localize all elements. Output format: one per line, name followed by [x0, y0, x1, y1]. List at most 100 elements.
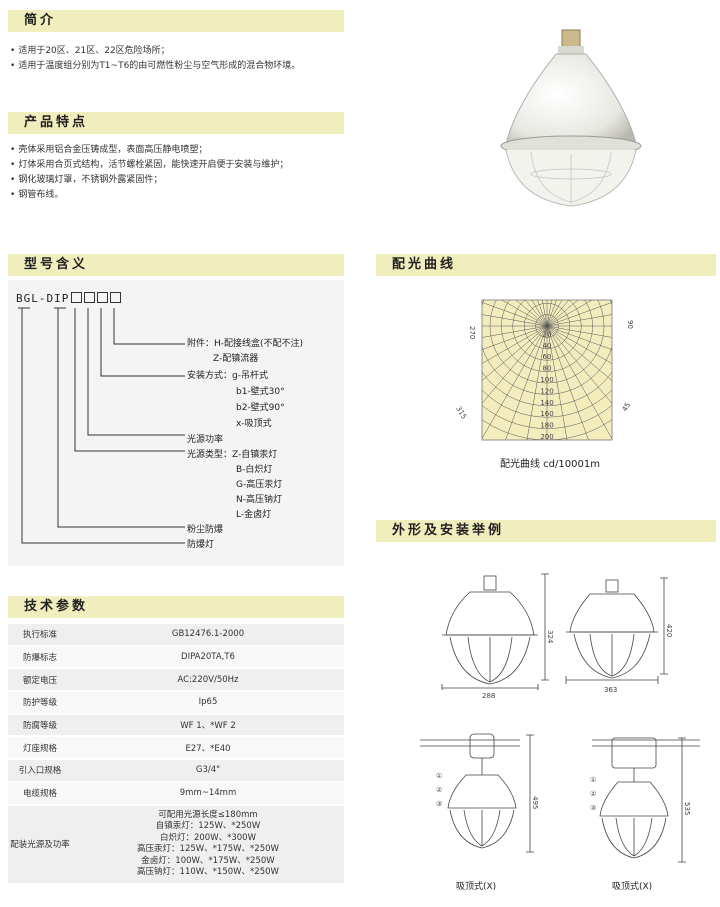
model-line: b2-壁式90° [236, 403, 285, 413]
spec-key: 配装光源及功率 [8, 804, 72, 886]
model-prefix: BGL-DIP [16, 292, 70, 305]
ring-label: 180 [540, 422, 553, 430]
polar-spoke [482, 314, 548, 327]
intro-bullets: 适用于20区、21区、22区危险场所； 适用于温度组分别为T1~T6的由可燃性粉… [10, 44, 300, 74]
polar-spoke [546, 302, 612, 327]
polar-spoke [515, 300, 548, 327]
polar-spoke [505, 325, 548, 440]
spec-value: Ip65 [72, 691, 344, 715]
install-drawings: 324 288 420 363 495 535 ① ② ③ ① ② ③ [420, 573, 700, 863]
install-caption-2: 吸顶式(X) [612, 882, 653, 892]
power-line: 金卤灯：100W、*175W、*250W [141, 855, 275, 866]
features-bullet: 灯体采用合页式结构，活节螺栓紧固，能快速开启便于安装与维护； [10, 158, 288, 173]
ring-label: 60 [543, 353, 552, 361]
model-line: 防爆灯 [187, 540, 215, 550]
model-line: B-白炽灯 [236, 465, 273, 475]
polar-spoke [546, 325, 568, 440]
spec-value: 9mm~14mm [72, 781, 344, 806]
intro-bullet: 适用于温度组分别为T1~T6的由可燃性粉尘与空气形成的混合物环境。 [10, 59, 300, 74]
spec-value: G3/4" [72, 759, 344, 783]
spec-key: 防腐等级 [8, 713, 72, 738]
model-line: 粉尘防爆 [187, 525, 224, 535]
polar-spoke [501, 300, 548, 327]
spec-key: 灯座规格 [8, 736, 72, 761]
model-line: 安装方式：g-吊杆式 [187, 371, 268, 381]
polar-spoke [546, 300, 579, 327]
polar-spoke [546, 325, 612, 350]
polar-spoke [482, 325, 548, 404]
ring-label: 20 [543, 330, 552, 338]
dim-label: 495 [531, 796, 539, 809]
ring-label: 120 [540, 387, 553, 395]
polar-spoke [546, 300, 593, 327]
spec-key: 防爆标志 [8, 645, 72, 670]
model-line: 附件：H-配接线盒(不配不注) [187, 339, 304, 349]
model-line: Z-配镇流器 [213, 354, 259, 364]
angle-label-270: 270 [468, 326, 476, 339]
polar-spoke [526, 325, 548, 440]
spec-value: WF 1、*WF 2 [72, 713, 344, 738]
spec-value: E27、*E40 [72, 736, 344, 761]
model-line: b1-壁式30° [236, 387, 285, 397]
ring-label: 80 [543, 365, 552, 373]
install-header: 外形及安装举例 [376, 520, 716, 542]
power-line: 高压汞灯：125W、*175W、*250W [137, 844, 279, 855]
ring-label: 100 [540, 376, 553, 384]
features-bullet: 钢化玻璃灯罩，不锈钢外露紧固件； [10, 173, 288, 188]
model-line: 光源类型：Z-自镇汞灯 [187, 450, 278, 460]
install-caption-1: 吸顶式(X) [456, 882, 497, 892]
spec-value: AC:220V/50Hz [72, 668, 344, 693]
ring-label: 160 [540, 410, 553, 418]
spec-key: 执行标准 [8, 624, 72, 647]
model-lines [18, 307, 185, 544]
polar-spoke [482, 325, 548, 440]
angle-label-45: 45 [621, 401, 632, 413]
callout-2: ② [590, 790, 596, 798]
angle-label-90: 90 [626, 320, 634, 329]
ring-label: 200 [540, 433, 553, 441]
spec-power-value: 可配用光源长度≤180mm 自镇汞灯：125W、*250W 白炽灯：200W、*… [72, 804, 344, 886]
polar-spoke [546, 325, 612, 381]
model-boxes [69, 292, 122, 305]
dim-label: 535 [683, 802, 691, 815]
dim-label: 420 [665, 624, 673, 637]
features-bullet: 壳体采用铝合金压铸成型，表面高压静电喷塑； [10, 143, 288, 158]
power-line: 自镇汞灯：125W、*250W [155, 821, 261, 832]
model-line: N-高压钠灯 [236, 495, 282, 505]
ring-label: 140 [540, 399, 553, 407]
polar-spoke [482, 325, 548, 381]
polar-spoke [546, 325, 612, 440]
model-header: 型号含义 [8, 254, 344, 276]
dim-label: 363 [604, 686, 617, 694]
spec-value: GB12476.1-2000 [72, 624, 344, 647]
polar-spoke [546, 300, 563, 327]
polar-spoke [482, 325, 548, 338]
intro-bullet: 适用于20区、21区、22区危险场所； [10, 44, 300, 59]
polar-spoke [482, 302, 548, 327]
model-code: BGL-DIP [16, 292, 122, 305]
spec-key: 引入口规格 [8, 759, 72, 783]
curve-caption: 配光曲线 cd/10001m [500, 459, 600, 470]
curve-header: 配光曲线 [376, 254, 716, 276]
spec-value: DIPA20TA,T6 [72, 645, 344, 670]
polar-spoke [531, 300, 548, 327]
features-bullet: 钢管布线。 [10, 188, 288, 203]
ring-label: 40 [543, 342, 552, 350]
lamp-photo [500, 29, 642, 207]
specs-header: 技术参数 [8, 596, 344, 618]
dim-label: 288 [482, 692, 495, 700]
polar-spoke [546, 300, 570, 327]
spec-key: 额定电压 [8, 668, 72, 693]
features-bullets: 壳体采用铝合金压铸成型，表面高压静电喷塑； 灯体采用合页式结构，活节螺栓紧固，能… [10, 143, 288, 203]
callout-1: ① [590, 776, 596, 784]
power-line: 可配用光源长度≤180mm [158, 809, 258, 820]
spec-key: 防护等级 [8, 691, 72, 715]
model-line: G-高压汞灯 [236, 480, 283, 490]
